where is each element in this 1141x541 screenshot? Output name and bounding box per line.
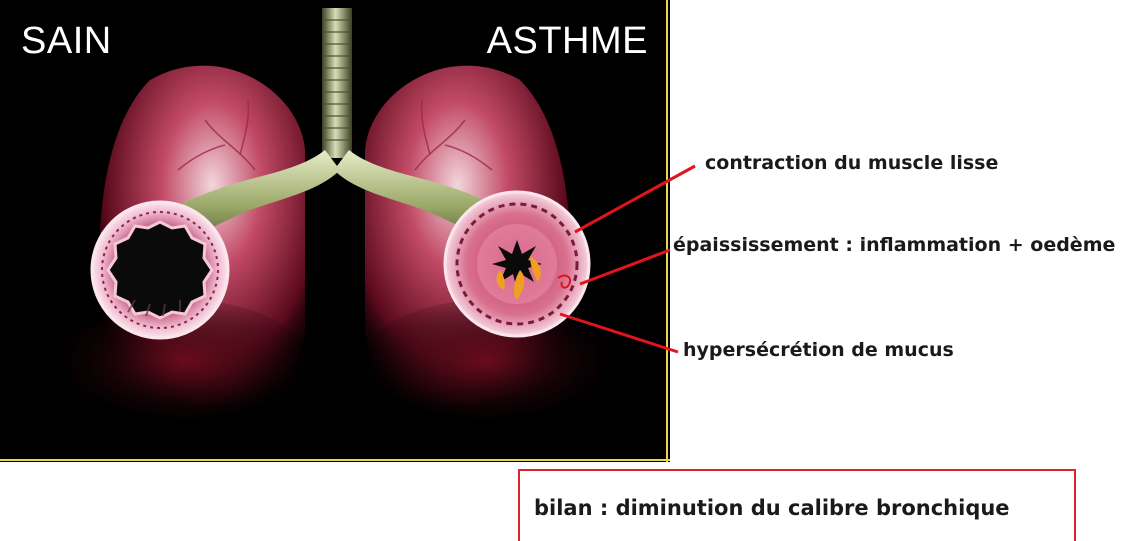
- asthma-bronchus-cross-section-icon: [445, 192, 589, 336]
- airway-illustration: SAIN ASTHME: [0, 0, 670, 462]
- summary-box: bilan : diminution du calibre bronchique: [518, 469, 1076, 541]
- asthma-label: ASTHME: [487, 22, 648, 60]
- healthy-label: SAIN: [21, 22, 112, 60]
- annotation-smooth-muscle: contraction du muscle lisse: [705, 154, 998, 173]
- annotation-mucus: hypersécrétion de mucus: [683, 341, 954, 360]
- annotation-thickening: épaississement : inflammation + oedème: [673, 236, 1115, 255]
- healthy-bronchus-cross-section-icon: [92, 202, 228, 338]
- summary-text: bilan : diminution du calibre bronchique: [534, 496, 1010, 520]
